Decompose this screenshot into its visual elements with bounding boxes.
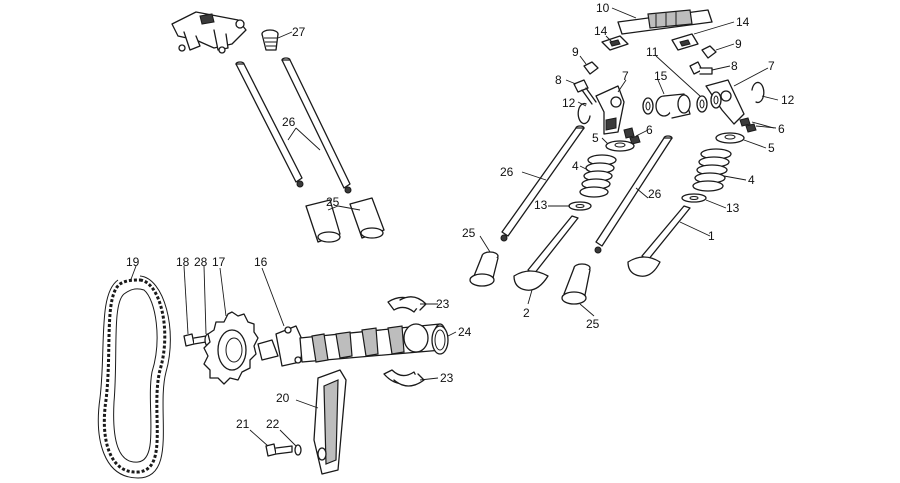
circlips-12	[577, 81, 765, 125]
valve-1	[627, 205, 691, 277]
callout-4-left: 4	[572, 159, 579, 173]
tappet-center-25	[469, 251, 499, 287]
rocker-bracket-assembly	[171, 11, 247, 54]
callout-9-left: 9	[572, 45, 579, 59]
rocker-arm-left-7	[595, 85, 625, 135]
callout-26-right: 26	[648, 187, 662, 201]
callout-19: 19	[126, 255, 140, 269]
callout-26-top: 26	[282, 115, 296, 129]
pushrod-center-26	[500, 125, 585, 242]
callout-13-right: 13	[726, 201, 740, 215]
callout-14-right: 14	[736, 15, 750, 29]
spring-seats-13	[568, 193, 707, 211]
callout-8-right: 8	[731, 59, 738, 73]
callout-25-center: 25	[462, 226, 476, 240]
chain-tensioner-20	[313, 369, 347, 475]
valve-spring-right-4	[692, 148, 732, 192]
callout-5-left: 5	[592, 131, 599, 145]
callout-23-upper: 23	[436, 297, 450, 311]
sprocket-17	[203, 311, 259, 385]
callout-8-left: 8	[555, 73, 562, 87]
pads-14	[601, 33, 699, 51]
timing-chain-19	[97, 275, 171, 479]
callout-20: 20	[276, 391, 290, 405]
valve-spring-left-4	[579, 154, 617, 198]
callout-15: 15	[654, 69, 668, 83]
callout-7-right: 7	[768, 59, 775, 73]
callout-10: 10	[596, 1, 610, 15]
callout-11: 11	[646, 45, 659, 59]
washers-11	[642, 91, 722, 115]
pushrod-right2-26	[594, 135, 673, 254]
callout-28: 28	[194, 255, 208, 269]
callout-1: 1	[708, 229, 715, 243]
rocker-shaft-10	[617, 9, 713, 35]
callout-5-right: 5	[768, 141, 775, 155]
leader-lines	[129, 7, 779, 447]
spring-caps-5	[605, 132, 745, 152]
tappet-right-25	[561, 263, 591, 305]
callout-24: 24	[458, 325, 472, 339]
callout-labels: 10 14 14 9 9 11 8 8 7 15 7 12 12 6 6 5 5…	[126, 1, 795, 431]
camshaft-16	[257, 323, 447, 367]
bearing-halves-23-lower	[383, 369, 425, 387]
callout-22: 22	[266, 417, 280, 431]
callout-14-left: 14	[594, 24, 608, 38]
bolt-18	[183, 333, 207, 347]
callout-21: 21	[236, 417, 250, 431]
tappet-cap-27	[261, 29, 279, 51]
collets-6	[623, 117, 757, 145]
pushrod-right-26	[281, 57, 352, 194]
callout-16: 16	[254, 255, 268, 269]
callout-25-right: 25	[586, 317, 600, 331]
washer-22	[294, 444, 302, 456]
bushing-15	[655, 93, 691, 119]
bearing-halves-23-upper	[387, 296, 427, 313]
callout-2: 2	[523, 306, 530, 320]
callout-26-center: 26	[500, 165, 514, 179]
callout-4-right: 4	[748, 173, 755, 187]
pushrod-left-26	[235, 61, 304, 188]
screws-8	[573, 61, 713, 105]
callout-9-right: 9	[735, 37, 742, 51]
callout-27: 27	[292, 25, 306, 39]
o-ring-24	[431, 325, 449, 355]
callout-12-left: 12	[562, 96, 576, 110]
nuts-9	[583, 45, 717, 75]
callout-25-top: 25	[326, 195, 340, 209]
tappets-25-top	[305, 197, 385, 243]
bolt-21	[265, 443, 293, 457]
callout-12-right: 12	[781, 93, 795, 107]
callout-17: 17	[212, 255, 226, 269]
callout-23-lower: 23	[440, 371, 454, 385]
callout-6-right: 6	[778, 122, 785, 136]
callout-13-left: 13	[534, 198, 548, 212]
rocker-arm-right-7	[705, 79, 745, 125]
callout-18: 18	[176, 255, 190, 269]
callout-7-left: 7	[622, 69, 629, 83]
valve-2	[513, 215, 579, 291]
callout-6-left: 6	[646, 123, 653, 137]
